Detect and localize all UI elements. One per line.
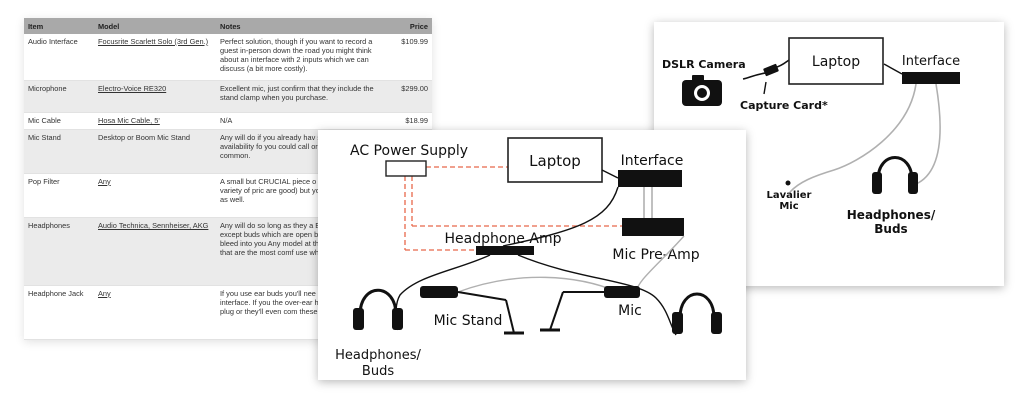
cell-price: $109.99: [392, 34, 432, 81]
amp-to-interface-cable: [502, 186, 619, 247]
lavalier-label-line1: Lavalier: [767, 190, 812, 201]
cell-model-link[interactable]: Any: [94, 173, 216, 218]
headphones-icon: [872, 156, 918, 194]
laptop-box: [507, 137, 603, 183]
capture-card-icon: [763, 63, 779, 77]
video-setup-svg: Laptop Interface DSLR Camera Capture Car…: [662, 37, 960, 236]
cell-item: Mic Cable: [24, 112, 94, 130]
mic-label: Mic: [618, 303, 642, 319]
headphone-cable: [915, 83, 941, 185]
lavalier-mic-icon: [785, 180, 791, 186]
audio-setup-diagram: Laptop AC Power Supply Interface Mic Pre…: [318, 130, 746, 380]
mic-preamp-box: [622, 218, 684, 236]
headphones-right-icon: [672, 292, 722, 334]
interface-box: [618, 170, 682, 187]
mic-right-pole: [549, 291, 564, 331]
cell-model-link[interactable]: Focusrite Scarlett Solo (3rd Gen.): [94, 34, 216, 81]
power-supply-label: AC Power Supply: [350, 143, 468, 159]
cell-item: Microphone: [24, 80, 94, 113]
cell-price: $18.99: [392, 112, 432, 130]
cell-model-link[interactable]: Hosa Mic Cable, 5': [94, 112, 216, 130]
cell-notes: Excellent mic, just confirm that they in…: [216, 80, 392, 113]
table-header-row: Item Model Notes Price: [24, 18, 432, 34]
camera-icon: [682, 75, 722, 106]
cell-item: Mic Stand: [24, 129, 94, 174]
col-header-price: Price: [392, 18, 432, 34]
cell-model-link[interactable]: Any: [94, 285, 216, 340]
laptop-label: Laptop: [812, 54, 860, 70]
laptop-to-interface-cable: [601, 169, 619, 179]
capture-card-pointer: [763, 81, 767, 95]
headphone-amp-label: Headphone Amp: [445, 231, 562, 247]
col-header-model: Model: [94, 18, 216, 34]
power-supply-box: [385, 160, 427, 177]
cell-notes: Perfect solution, though if you want to …: [216, 34, 392, 81]
mic-stand-pole: [505, 299, 515, 334]
headphones-label-line1: Headphones/: [335, 348, 421, 363]
cell-price: $299.00: [392, 80, 432, 113]
mic-preamp-label: Mic Pre-Amp: [612, 247, 699, 263]
col-header-notes: Notes: [216, 18, 392, 34]
cell-item: Headphone Jack: [24, 285, 94, 340]
mic-cable-left: [457, 276, 619, 293]
cell-item: Audio Interface: [24, 34, 94, 81]
lavalier-label-line2: Mic: [779, 201, 798, 212]
headphone-cable-right: [517, 254, 677, 336]
cell-model-link[interactable]: Electro-Voice RE320: [94, 80, 216, 113]
camera-label: DSLR Camera: [662, 58, 746, 71]
table-row: Mic Cable Hosa Mic Cable, 5' N/A $18.99: [24, 112, 432, 130]
capture-card-label: Capture Card*: [740, 99, 828, 112]
gear-table-panel: Item Model Notes Price Audio Interface F…: [24, 18, 432, 340]
cell-item: Headphones: [24, 217, 94, 286]
headphones-left-icon: [353, 288, 403, 330]
mic-cable-right: [635, 235, 685, 293]
headphones-label-line1: Headphones/: [847, 208, 936, 222]
interface-box: [902, 72, 960, 84]
laptop-box: [788, 37, 884, 85]
cell-model-link[interactable]: Audio Technica, Sennheiser, AKG: [94, 217, 216, 286]
laptop-to-interface-cable: [883, 63, 903, 75]
mic-right-icon: [604, 286, 640, 298]
interface-label: Interface: [902, 54, 960, 69]
col-header-item: Item: [24, 18, 94, 34]
table-row: Microphone Electro-Voice RE320 Excellent…: [24, 80, 432, 113]
mic-stand-label: Mic Stand: [434, 313, 503, 329]
audio-setup-svg: Laptop AC Power Supply Interface Mic Pre…: [335, 137, 722, 379]
cell-notes: N/A: [216, 112, 392, 130]
cell-item: Pop Filter: [24, 173, 94, 218]
lavalier-cable: [789, 83, 917, 193]
headphones-label-line2: Buds: [362, 364, 394, 379]
mic-left-icon: [420, 286, 458, 298]
headphone-amp-box: [476, 246, 534, 255]
headphones-label-line2: Buds: [874, 222, 907, 236]
table-row: Audio Interface Focusrite Scarlett Solo …: [24, 34, 432, 81]
gear-table: Item Model Notes Price Audio Interface F…: [24, 18, 432, 340]
laptop-label: Laptop: [529, 152, 581, 170]
mic-stand-boom: [457, 291, 507, 301]
interface-label: Interface: [621, 153, 684, 169]
cell-model: Desktop or Boom Mic Stand: [94, 129, 216, 174]
